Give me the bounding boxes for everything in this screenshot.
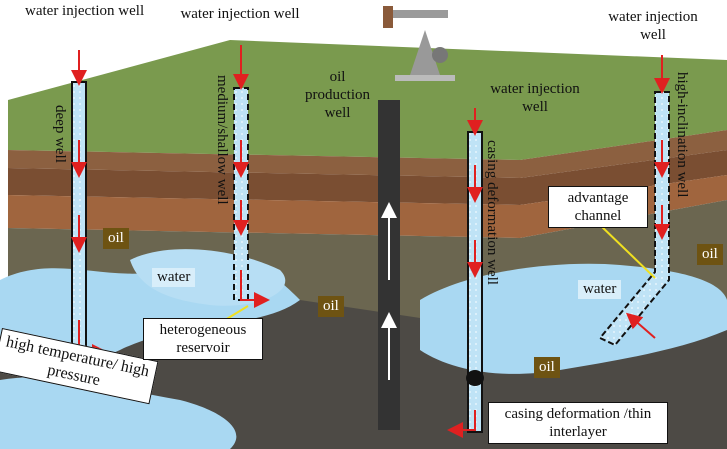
oil-tag: oil (318, 296, 344, 317)
deep-well-label: deep well (52, 105, 68, 163)
shallow-well-label: medium/shallow well (214, 75, 230, 205)
inclination-well-label: high-inclination well (674, 72, 690, 198)
production-well-label: oil production well (305, 69, 370, 121)
water-body-bottom (0, 377, 237, 449)
advantage-channel-pointer (599, 224, 656, 279)
ground-surface (8, 40, 727, 160)
injection-well-3-label: water injection well (490, 81, 580, 115)
injection-well-4-label: water injection well (608, 9, 698, 43)
water-tag: water (578, 280, 622, 299)
water-tag: water (152, 268, 196, 287)
pumpjack-icon (383, 6, 455, 81)
casing-well-pipe (447, 108, 484, 438)
oil-tag: oil (103, 228, 129, 249)
deep-well-pipe (71, 50, 108, 360)
casing-well-label: casing deformation well (484, 140, 500, 285)
injection-well-1-label: water injection well (25, 3, 145, 19)
oil-tag: oil (534, 357, 560, 378)
soil-layer-upper (8, 100, 727, 178)
injection-well-2-label: water injection well (180, 6, 300, 22)
heterogeneous-callout: heterogeneous reservoir (143, 318, 263, 360)
oil-tag: oil (697, 244, 723, 265)
production-well-pipe (378, 100, 400, 430)
soil-layer-middle (8, 150, 727, 205)
shallow-well-pipe (233, 45, 270, 308)
advantage-channel-callout: advantage channel (548, 186, 648, 228)
heterogeneous-pointer (224, 305, 249, 321)
casing-interlayer-callout: casing deformation /thin interlayer (488, 402, 668, 444)
soil-layer-lower (8, 175, 727, 238)
inclination-well-pipe (598, 55, 670, 347)
